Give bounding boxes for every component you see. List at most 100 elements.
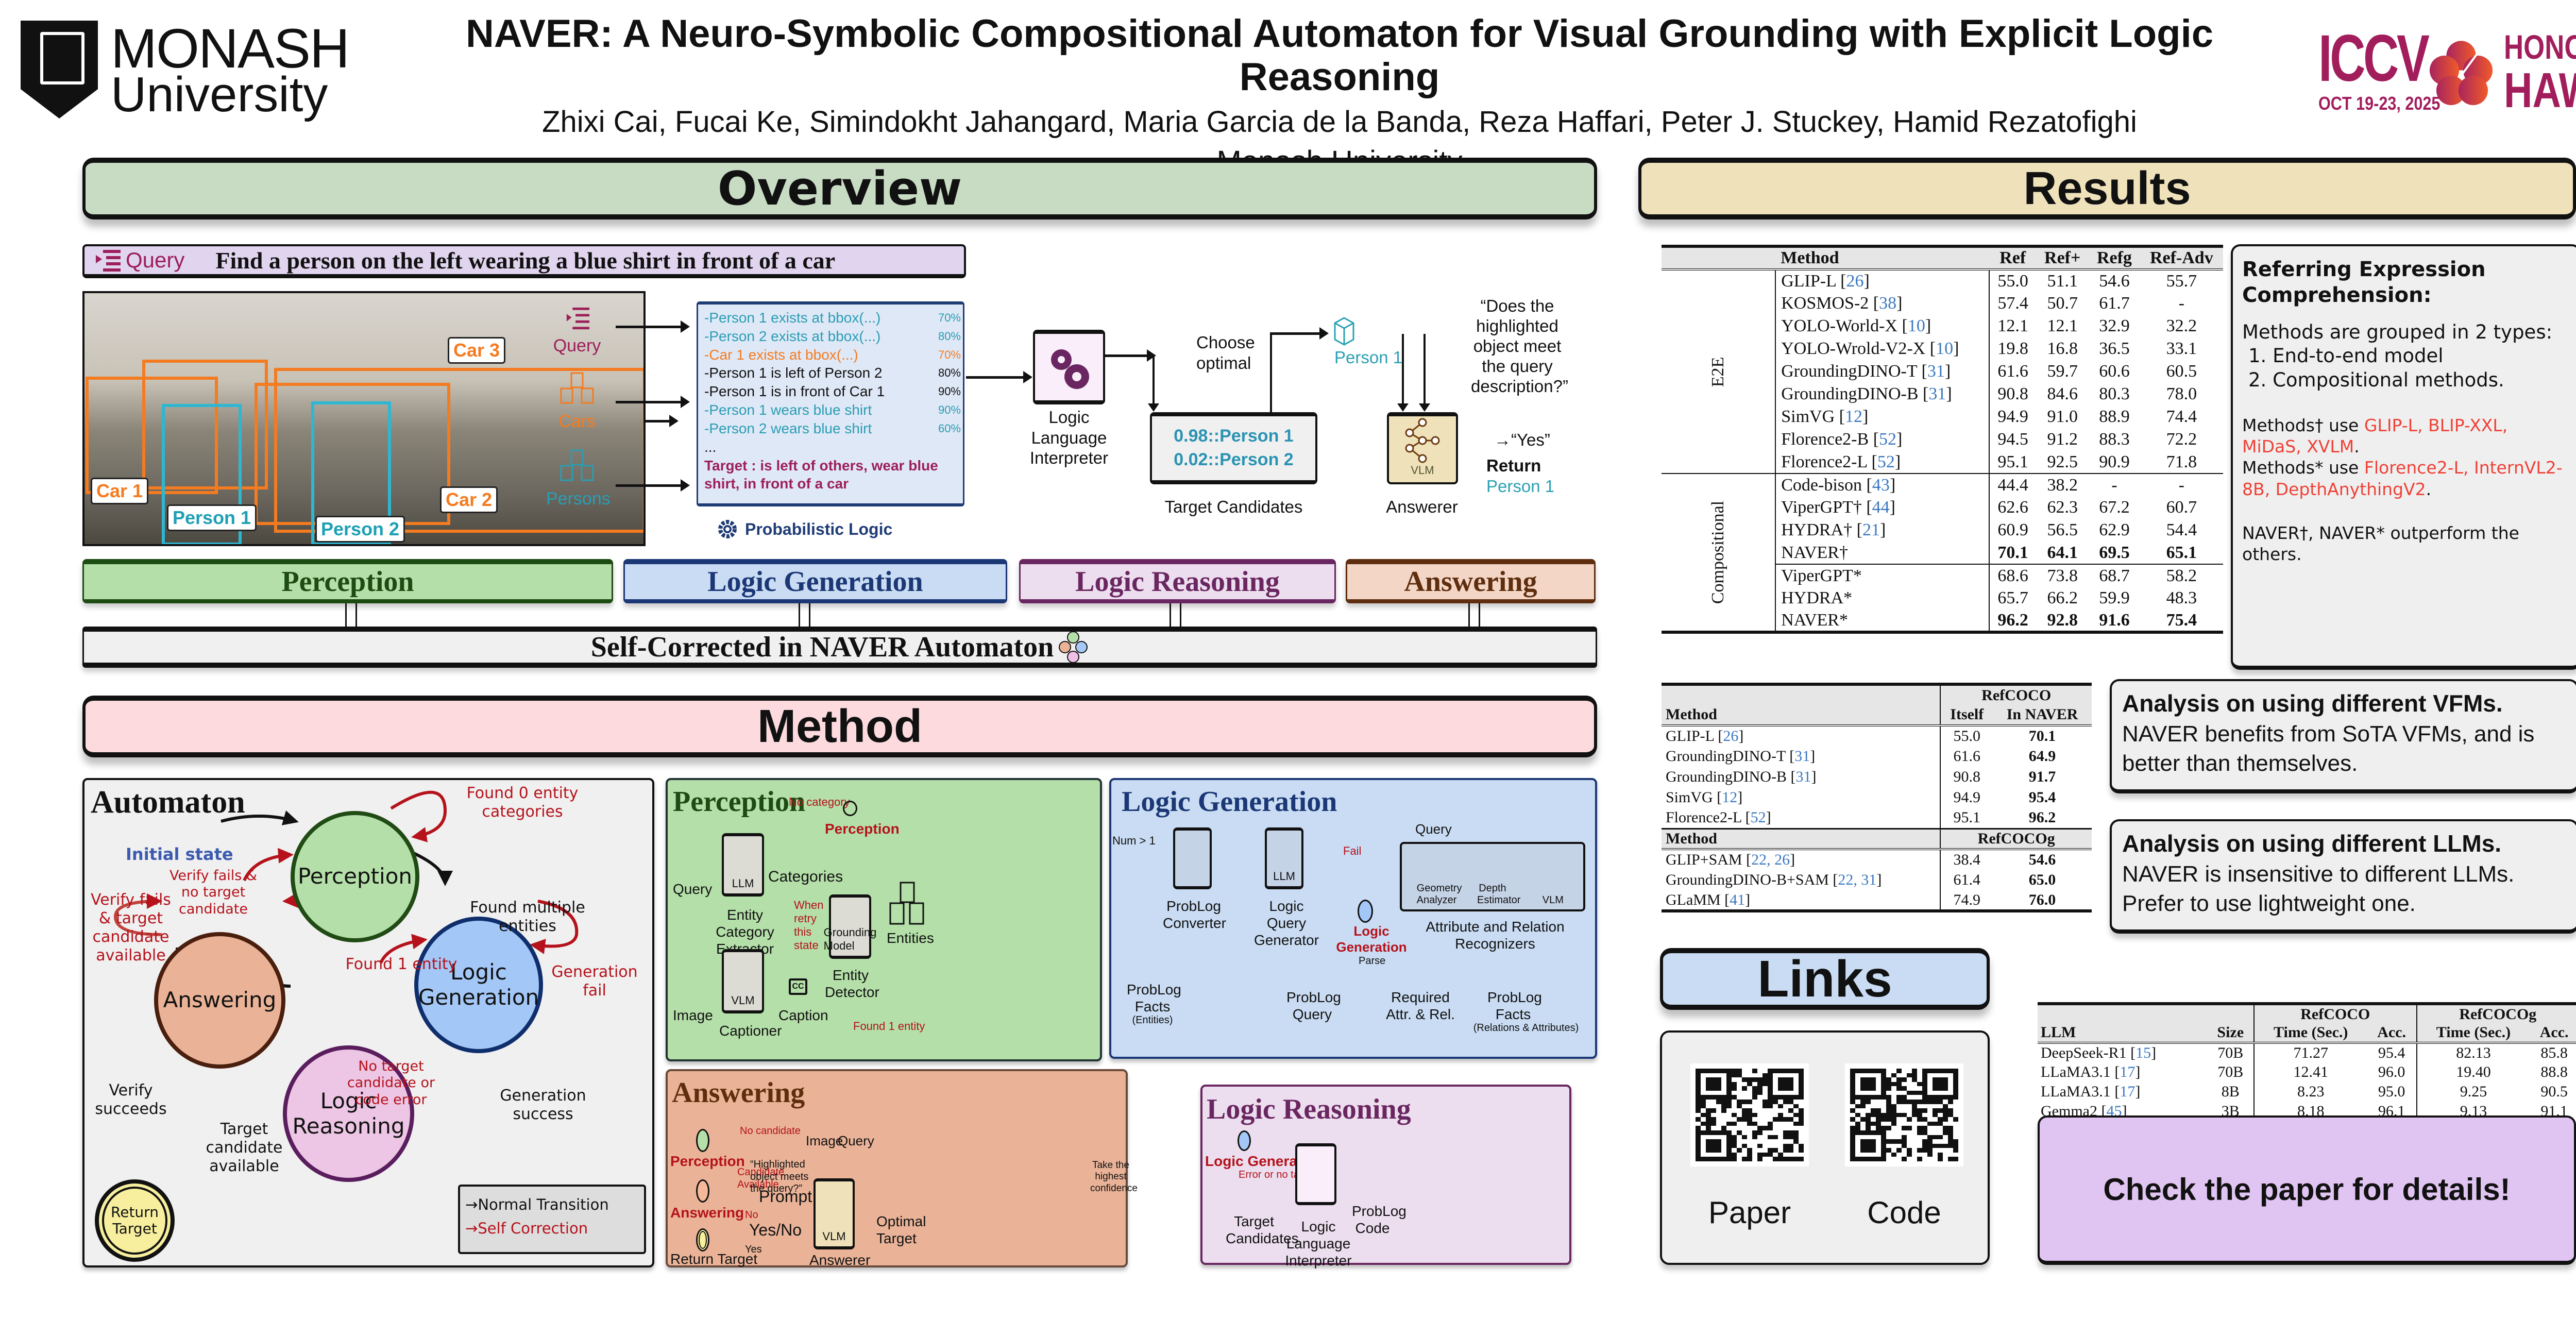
- qr-module: [1871, 1153, 1876, 1157]
- qr-module: [1927, 1157, 1933, 1161]
- qr-module: [1953, 1117, 1958, 1122]
- qr-module: [1917, 1144, 1922, 1148]
- qr-module: [1742, 1139, 1747, 1144]
- qr-module: [1917, 1139, 1922, 1144]
- qr-module: [1778, 1104, 1783, 1109]
- overview-query-input: Query: [546, 307, 608, 356]
- citation-link[interactable]: 43: [1872, 475, 1890, 495]
- citation-link[interactable]: 15: [2136, 1044, 2151, 1061]
- citation-link[interactable]: 22, 31: [1838, 871, 1877, 888]
- citation-link[interactable]: 52: [1877, 452, 1895, 471]
- citation-link[interactable]: 12: [1844, 407, 1862, 426]
- paper-qr-code[interactable]: [1690, 1063, 1809, 1166]
- qr-module: [1896, 1122, 1902, 1126]
- qr-module: [1762, 1108, 1768, 1113]
- qr-module: [1933, 1148, 1938, 1153]
- code-qr-code[interactable]: [1845, 1063, 1963, 1166]
- grounding-model-box: Grounding Model: [824, 894, 876, 959]
- qr-module: [1737, 1091, 1742, 1095]
- value-cell: 90.8: [1989, 383, 2037, 405]
- qr-module: [1891, 1104, 1896, 1109]
- citation-link[interactable]: 10: [1907, 316, 1925, 335]
- citation-link[interactable]: 52: [1879, 430, 1897, 449]
- citation-link[interactable]: 10: [1936, 339, 1954, 358]
- qr-module: [1716, 1157, 1721, 1161]
- qr-module: [1783, 1130, 1788, 1135]
- logic-generation-state-icon: [1238, 1130, 1251, 1151]
- method-name: GLaMM: [1666, 891, 1721, 908]
- star-prefix: Methods* use: [2242, 458, 2364, 478]
- in-naver-value: 95.4: [2028, 789, 2056, 806]
- qr-module: [1696, 1135, 1701, 1140]
- arrow-to-candidates: [1148, 354, 1159, 412]
- citation-link[interactable]: 12: [1722, 789, 1738, 806]
- citation-link[interactable]: 17: [2120, 1083, 2136, 1100]
- qr-module: [1917, 1153, 1922, 1157]
- qr-module: [1768, 1148, 1773, 1153]
- qr-module: [1721, 1157, 1726, 1161]
- group-label: E2E: [1662, 269, 1776, 474]
- qr-module: [1762, 1152, 1768, 1157]
- label-found-0: Found 0 entity categories: [466, 784, 579, 821]
- label-generation-fail: Generation fail: [551, 963, 638, 1000]
- qr-module: [1711, 1143, 1716, 1148]
- qr-module: [1721, 1108, 1726, 1113]
- citation-link[interactable]: 31: [1928, 384, 1946, 403]
- qr-module: [1732, 1139, 1737, 1144]
- qr-module: [1938, 1099, 1943, 1104]
- qr-module: [1793, 1153, 1799, 1157]
- problog-facts-entities-sub: (Entities): [1132, 1014, 1173, 1026]
- qr-module: [1912, 1104, 1917, 1109]
- method-name: ViperGPT*: [1781, 566, 1862, 585]
- citation-link[interactable]: 44: [1872, 498, 1890, 517]
- citation-link[interactable]: 31: [1927, 362, 1945, 381]
- parse-label: Parse: [1359, 955, 1386, 967]
- qr-module: [1768, 1081, 1773, 1087]
- state-answering: Answering: [154, 932, 285, 1069]
- qr-module: [1701, 1135, 1706, 1140]
- citation-link[interactable]: 26: [1723, 728, 1739, 745]
- qr-module: [1762, 1144, 1768, 1148]
- logic-generation-state-icon: [1358, 900, 1373, 923]
- qr-module: [1721, 1130, 1726, 1135]
- qr-module: [1855, 1117, 1860, 1122]
- paper-link-label[interactable]: Paper: [1708, 1195, 1791, 1230]
- qr-module: [1917, 1148, 1922, 1153]
- qr-module: [1778, 1117, 1783, 1122]
- qr-module: [1876, 1100, 1881, 1104]
- citation-link[interactable]: 52: [1750, 809, 1766, 826]
- qr-module: [1922, 1135, 1927, 1140]
- citation-link[interactable]: 31: [1795, 768, 1811, 785]
- method-cell: HYDRA*: [1775, 587, 1989, 610]
- qr-module: [1866, 1069, 1871, 1073]
- chosen-candidate: Person 1: [1334, 348, 1403, 367]
- qr-module: [1860, 1077, 1866, 1082]
- citation-link[interactable]: 38: [1879, 294, 1897, 313]
- qr-module: [1886, 1081, 1891, 1087]
- citation-link[interactable]: 26: [1846, 272, 1864, 291]
- qr-module: [1902, 1091, 1907, 1095]
- citation-link[interactable]: 41: [1730, 891, 1745, 908]
- qr-module: [1721, 1144, 1726, 1148]
- arrow-query-to-facts: [616, 320, 690, 333]
- qr-module: [1762, 1117, 1768, 1122]
- qr-module: [1912, 1135, 1917, 1140]
- qr-module: [1737, 1113, 1742, 1118]
- method-cell: DeepSeek-R1 [15]: [2041, 1044, 2157, 1061]
- qr-module: [1726, 1139, 1732, 1144]
- citation-link[interactable]: 22, 26: [1751, 851, 1790, 868]
- recognizers-label: Attribute and Relation Recognizers: [1426, 919, 1565, 952]
- citation-link[interactable]: 17: [2120, 1063, 2136, 1080]
- qr-module: [1902, 1108, 1907, 1113]
- qr-module: [1938, 1069, 1943, 1073]
- code-link-label[interactable]: Code: [1867, 1195, 1941, 1230]
- citation-link[interactable]: 21: [1862, 520, 1880, 539]
- qr-module: [1711, 1086, 1716, 1091]
- qr-module: [1783, 1069, 1788, 1073]
- qr-module: [1788, 1143, 1793, 1148]
- citation-link[interactable]: 31: [1794, 748, 1810, 765]
- qr-module: [1938, 1095, 1943, 1100]
- qr-module: [1886, 1135, 1891, 1140]
- qr-module: [1778, 1069, 1783, 1073]
